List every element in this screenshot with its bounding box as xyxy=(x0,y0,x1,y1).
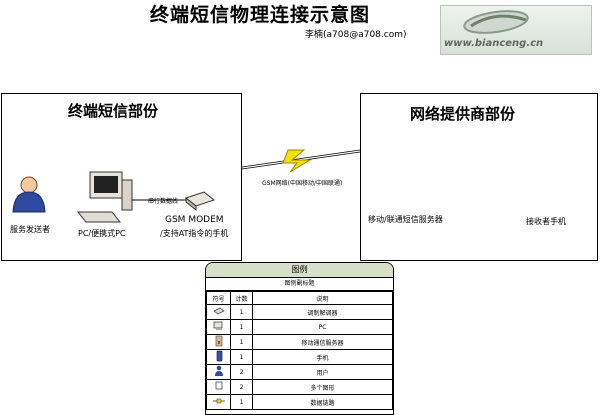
legend-desc: 数据链路 xyxy=(252,394,393,410)
legend-row: 2 用户 xyxy=(206,364,393,380)
legend-header-symbol: 符号 xyxy=(206,291,231,305)
legend-desc: 手机 xyxy=(252,349,393,365)
legend-desc: 调制解调器 xyxy=(252,304,393,320)
legend-row: 1 数据链路 xyxy=(206,394,393,410)
sender-label: 服务发送者 xyxy=(10,225,50,234)
gsm-network-label: GSM网络(中国移动/中国联通) xyxy=(262,180,343,187)
legend-header-desc: 说明 xyxy=(252,291,393,305)
legend-count: 1 xyxy=(230,349,253,365)
legend-title: 图例 xyxy=(206,263,393,278)
diagram-title: 终端短信物理连接示意图 xyxy=(150,4,371,26)
logo-swirl-icon xyxy=(463,10,529,34)
doc-icon xyxy=(206,379,231,395)
site-logo xyxy=(440,5,592,55)
modem-icon xyxy=(184,191,216,212)
legend-count: 2 xyxy=(230,379,253,395)
legend-row: 1 PC xyxy=(206,319,393,335)
legend-table: 符号 计数 说明 1 调制解调器 1 PC 1 移动通信服务器 xyxy=(206,291,393,410)
legend-count: 1 xyxy=(230,304,253,320)
legend-subtitle: 图例副标题 xyxy=(206,278,393,291)
author-credit: 李楠(a708@a708.com) xyxy=(305,30,407,40)
legend-row: 1 移动通信服务器 xyxy=(206,334,393,350)
network-section xyxy=(360,93,598,261)
terminal-section-title: 终端短信部份 xyxy=(68,102,159,120)
legend-count: 1 xyxy=(230,334,253,350)
legend-desc: PC xyxy=(252,319,393,335)
legend-row: 1 调制解调器 xyxy=(206,304,393,320)
legend-row: 1 手机 xyxy=(206,349,393,365)
modem-label-line2: /支持AT指令的手机 xyxy=(160,229,229,238)
server-label: 移动/联通短信服务器 xyxy=(368,215,443,224)
pc-label: PC/便携式PC xyxy=(78,229,126,238)
cable-label: 串行数据线 xyxy=(148,198,179,205)
legend-desc: 多个图形 xyxy=(252,379,393,395)
legend-row: 2 多个图形 xyxy=(206,379,393,395)
legend-desc: 用户 xyxy=(252,364,393,380)
network-section-title: 网络提供商部份 xyxy=(410,105,516,123)
legend-header-row: 符号 计数 说明 xyxy=(206,291,393,305)
receiver-label: 接收者手机 xyxy=(526,217,566,226)
pc-icon xyxy=(206,319,231,335)
legend-count: 2 xyxy=(230,364,253,380)
logo-url-text: www.bianceng.cn xyxy=(444,38,544,49)
sender-user-icon xyxy=(12,176,46,213)
pc-icon xyxy=(76,171,133,223)
legend-count: 1 xyxy=(230,394,253,410)
sms-server-icon xyxy=(206,334,231,350)
legend-header-count: 计数 xyxy=(230,291,253,305)
phone-icon xyxy=(206,349,231,365)
modem-icon xyxy=(206,304,231,320)
cable-icon xyxy=(206,394,231,410)
user-icon xyxy=(206,364,231,380)
legend-panel: 图例 图例副标题 符号 计数 说明 1 调制解调器 1 PC 1 xyxy=(205,262,394,415)
gsm-link-lightning-icon xyxy=(241,149,361,173)
legend-count: 1 xyxy=(230,319,253,335)
legend-desc: 移动通信服务器 xyxy=(252,334,393,350)
modem-label-line1: GSM MODEM xyxy=(165,215,224,225)
